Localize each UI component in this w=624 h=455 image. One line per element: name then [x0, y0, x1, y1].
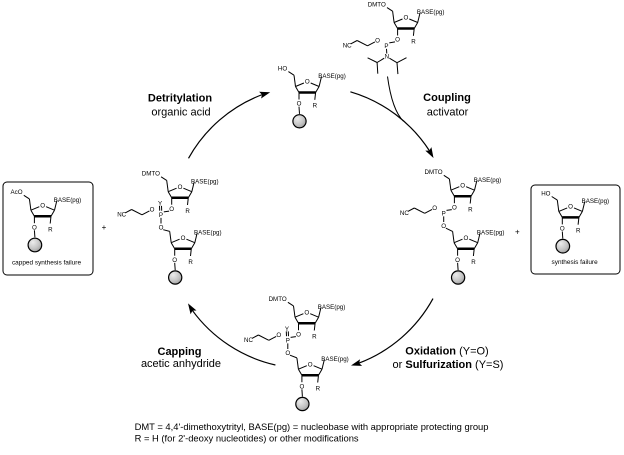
svg-text:DMTO: DMTO	[269, 296, 287, 303]
svg-text:O: O	[305, 79, 310, 86]
svg-text:R: R	[313, 103, 318, 110]
svg-text:DMTO: DMTO	[142, 171, 160, 178]
svg-text:BASE(pg): BASE(pg)	[582, 198, 610, 205]
svg-text:O: O	[40, 202, 45, 209]
svg-text:R: R	[411, 39, 416, 46]
svg-text:O: O	[304, 309, 309, 316]
svg-text:BASE(pg): BASE(pg)	[191, 178, 219, 185]
svg-text:O: O	[308, 361, 313, 368]
svg-text:O: O	[432, 205, 437, 212]
svg-text:organic acid: organic acid	[151, 107, 210, 119]
svg-text:DMT = 4,4'-dimethoxytrityl, BA: DMT = 4,4'-dimethoxytrityl, BASE(pg) = n…	[135, 421, 489, 432]
svg-text:N: N	[385, 54, 389, 61]
svg-text:R: R	[468, 206, 473, 213]
svg-text:Oxidation (Y=O): Oxidation (Y=O)	[405, 345, 488, 357]
svg-text:+: +	[515, 228, 520, 237]
svg-text:O: O	[178, 184, 183, 191]
svg-text:O: O	[375, 38, 380, 45]
svg-text:Capping: Capping	[158, 346, 202, 358]
svg-text:BASE(pg): BASE(pg)	[318, 73, 346, 80]
svg-text:P: P	[159, 212, 163, 219]
svg-text:BASE(pg): BASE(pg)	[318, 304, 346, 311]
svg-text:HO: HO	[541, 190, 550, 197]
svg-text:R: R	[576, 228, 581, 235]
svg-text:O: O	[560, 226, 565, 233]
svg-text:O: O	[452, 204, 457, 211]
svg-text:DMTO: DMTO	[368, 1, 386, 8]
svg-text:O: O	[159, 224, 164, 231]
svg-text:O: O	[455, 257, 460, 264]
svg-text:O: O	[276, 332, 281, 339]
svg-text:O: O	[169, 206, 174, 213]
svg-text:AcO: AcO	[11, 189, 23, 196]
svg-text:Coupling: Coupling	[423, 92, 471, 104]
svg-text:O: O	[150, 207, 155, 214]
svg-text:BASE(pg): BASE(pg)	[417, 9, 445, 16]
svg-text:O: O	[297, 101, 302, 108]
svg-text:P: P	[384, 43, 388, 50]
svg-text:capped synthesis failure: capped synthesis failure	[12, 259, 81, 266]
svg-text:synthesis failure: synthesis failure	[552, 259, 599, 266]
svg-text:R: R	[316, 385, 321, 392]
svg-text:O: O	[32, 224, 37, 231]
svg-text:O: O	[296, 331, 301, 338]
svg-text:R: R	[188, 259, 193, 266]
svg-text:or Sulfurization (Y=S): or Sulfurization (Y=S)	[393, 359, 504, 371]
svg-text:HO: HO	[278, 65, 287, 72]
svg-text:DMTO: DMTO	[424, 169, 442, 176]
svg-text:NC: NC	[117, 212, 126, 219]
svg-text:Detritylation: Detritylation	[148, 93, 212, 105]
svg-text:O: O	[395, 37, 400, 44]
svg-text:O: O	[403, 15, 408, 22]
svg-text:activator: activator	[427, 107, 469, 119]
svg-text:R = H (for 2'-deoxy nucleotide: R = H (for 2'-deoxy nucleotides) or othe…	[135, 432, 359, 443]
svg-text:NC: NC	[400, 210, 409, 217]
svg-text:O: O	[463, 235, 468, 242]
svg-text:NC: NC	[244, 337, 253, 344]
svg-text:O: O	[299, 383, 304, 390]
svg-text:P: P	[442, 210, 446, 217]
svg-text:O: O	[285, 350, 290, 357]
svg-text:O: O	[460, 182, 465, 189]
svg-text:BASE(pg): BASE(pg)	[321, 356, 349, 363]
svg-text:O: O	[181, 235, 186, 242]
svg-text:O: O	[568, 204, 573, 211]
svg-text:R: R	[471, 259, 476, 266]
svg-text:NC: NC	[343, 43, 352, 50]
svg-text:R: R	[185, 208, 190, 215]
svg-text:+: +	[102, 223, 107, 232]
svg-text:P: P	[286, 337, 290, 344]
svg-text:BASE(pg): BASE(pg)	[54, 197, 82, 204]
svg-text:R: R	[48, 226, 53, 233]
svg-text:BASE(pg): BASE(pg)	[474, 177, 502, 184]
svg-text:O: O	[441, 223, 446, 230]
svg-text:acetic anhydride: acetic anhydride	[141, 358, 221, 370]
svg-text:R: R	[312, 333, 317, 340]
svg-text:BASE(pg): BASE(pg)	[477, 229, 505, 236]
svg-text:O: O	[172, 257, 177, 264]
svg-text:BASE(pg): BASE(pg)	[194, 229, 222, 236]
